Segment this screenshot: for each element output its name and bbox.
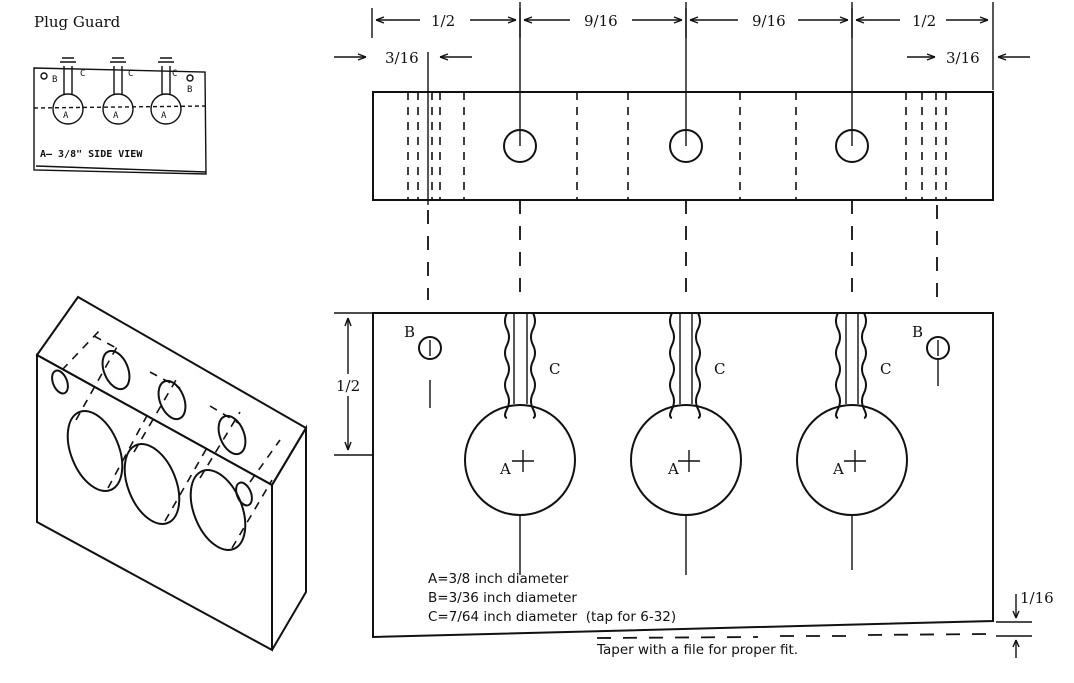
thumbnail-block-outline: [33, 67, 207, 175]
thumbnail-bottom-edge: [35, 165, 207, 173]
thumbnail-label-b2: B: [187, 85, 192, 95]
taper-dimension: 1/16: [996, 589, 1054, 658]
front-view-outline: [372, 312, 994, 639]
thumbnail-label-a3: A: [161, 111, 167, 121]
isometric-side-face: [271, 424, 307, 651]
thumbnail-plug-3: [150, 57, 182, 125]
isometric-hole-2: [123, 379, 209, 525]
thumbnail-label-a1: A: [63, 111, 69, 121]
thumbnail-plug-2: [102, 57, 134, 125]
note-b: B=3/36 inch diameter: [428, 590, 577, 606]
dim-three-sixteenths-right: 3/16: [946, 49, 980, 67]
thumbnail-label-b1: B: [52, 75, 57, 85]
isometric-top-face: [35, 295, 308, 487]
top-view-outline: [372, 91, 994, 201]
label-a-3: A: [832, 460, 844, 478]
drawing-title: Plug Guard: [34, 13, 121, 31]
note-a: A=3/8 inch diameter: [428, 571, 569, 587]
top-dimensions: 1/2 9/16 9/16 1/2 3/16 3/16: [334, 2, 1030, 90]
isometric-hole-1: [66, 344, 151, 492]
dim-one-sixteenth: 1/16: [1020, 589, 1054, 607]
label-b-left: B: [404, 323, 415, 341]
top-view-hidden-lines: [407, 92, 947, 200]
taper-note: Taper with a file for proper fit.: [596, 642, 798, 658]
isometric-view: [35, 295, 308, 652]
label-a-2: A: [667, 460, 679, 478]
projection-centerlines: [427, 2, 938, 300]
hole-notes: A=3/8 inch diameter B=3/36 inch diameter…: [428, 571, 676, 625]
thumbnail-label-c1: C: [80, 69, 85, 79]
dim-half-left: 1/2: [431, 12, 455, 30]
isometric-hole-3: [189, 411, 273, 551]
thumbnail-centerline: [33, 105, 207, 109]
thumbnail-label-a2: A: [113, 111, 119, 121]
label-a-1: A: [499, 460, 511, 478]
front-hole-a-3: [796, 404, 908, 516]
label-c-2: C: [714, 360, 725, 378]
note-c: C=7/64 inch diameter (tap for 6-32): [428, 609, 676, 625]
dim-height-half: 1/2: [336, 377, 360, 395]
dim-nine-sixteenths-1: 9/16: [584, 12, 618, 30]
thumbnail-screw-right: [186, 74, 194, 82]
thumbnail-caption: A— 3/8" SIDE VIEW: [40, 149, 143, 160]
front-hole-b-right: [926, 336, 950, 360]
front-view: B B C C C A A A: [372, 312, 994, 639]
front-hole-b-left: [418, 336, 442, 360]
label-c-1: C: [549, 360, 560, 378]
thumbnail-side-view: A A A B B C C C A— 3/8" SIDE VIEW: [33, 57, 207, 175]
height-dimension: 1/2: [334, 312, 372, 456]
dim-three-sixteenths-left: 3/16: [385, 49, 419, 67]
thumbnail-plug-1: [52, 57, 84, 125]
dim-half-right: 1/2: [912, 12, 936, 30]
dim-nine-sixteenths-2: 9/16: [752, 12, 786, 30]
isometric-bores: [51, 329, 281, 507]
thumbnail-screw-left: [40, 72, 48, 80]
top-view: [372, 91, 994, 201]
taper-dashed-line: [596, 633, 991, 639]
thumbnail-label-c2: C: [128, 69, 133, 79]
front-hole-2: [630, 312, 742, 575]
front-hole-3: [796, 312, 908, 570]
label-c-3: C: [880, 360, 891, 378]
front-hole-a-1: [464, 404, 576, 516]
front-hole-1: [464, 312, 576, 575]
label-b-right: B: [912, 323, 923, 341]
front-hole-a-2: [630, 404, 742, 516]
isometric-front-face: [36, 353, 273, 652]
thumbnail-label-c3: C: [172, 69, 177, 79]
